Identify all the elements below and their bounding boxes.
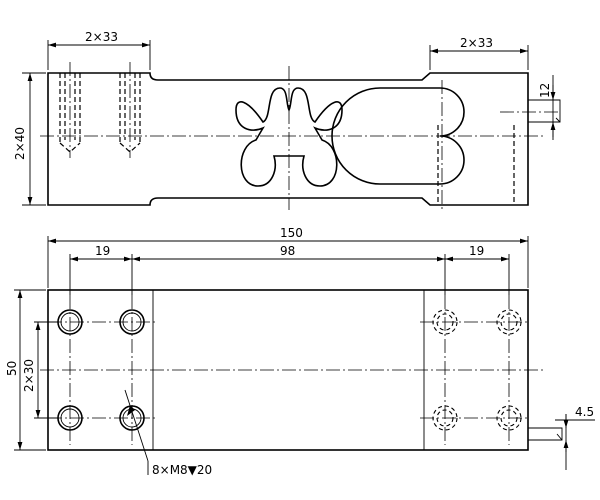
slot-cutout [331,87,465,185]
dim-hole-pitch-label: 2×30 [22,359,36,392]
plan-view: 150 19 98 19 50 2×30 4.5 8×M8▼20 [5,226,595,477]
side-hidden-thread-left [59,73,81,153]
clover-cutout [235,87,343,187]
hole-top-right-left-group [119,309,145,335]
thread-callout-label: 8×M8▼20 [152,463,212,477]
dim-left-pitch-label: 19 [95,244,110,258]
dim-top-right-label: 2×33 [460,36,493,50]
dim-width-label: 50 [5,361,19,376]
side-view: 2×33 2×33 2×40 12 [13,30,561,210]
dim-left-height-label: 2×40 [13,127,27,160]
dim-right-small-bottom-label: 4.5 [575,405,594,419]
dim-center-label: 98 [280,244,295,258]
side-view-outline [47,72,529,206]
hole-bottom-left-inner [119,405,145,431]
right-hole-group [432,309,522,431]
dim-right-small-top-label: 12 [538,83,552,98]
side-hidden-thread-right [119,73,141,153]
dim-overall-label: 150 [280,226,303,240]
dim-right-pitch-label: 19 [469,244,484,258]
dim-top-left-label: 2×33 [85,30,118,44]
